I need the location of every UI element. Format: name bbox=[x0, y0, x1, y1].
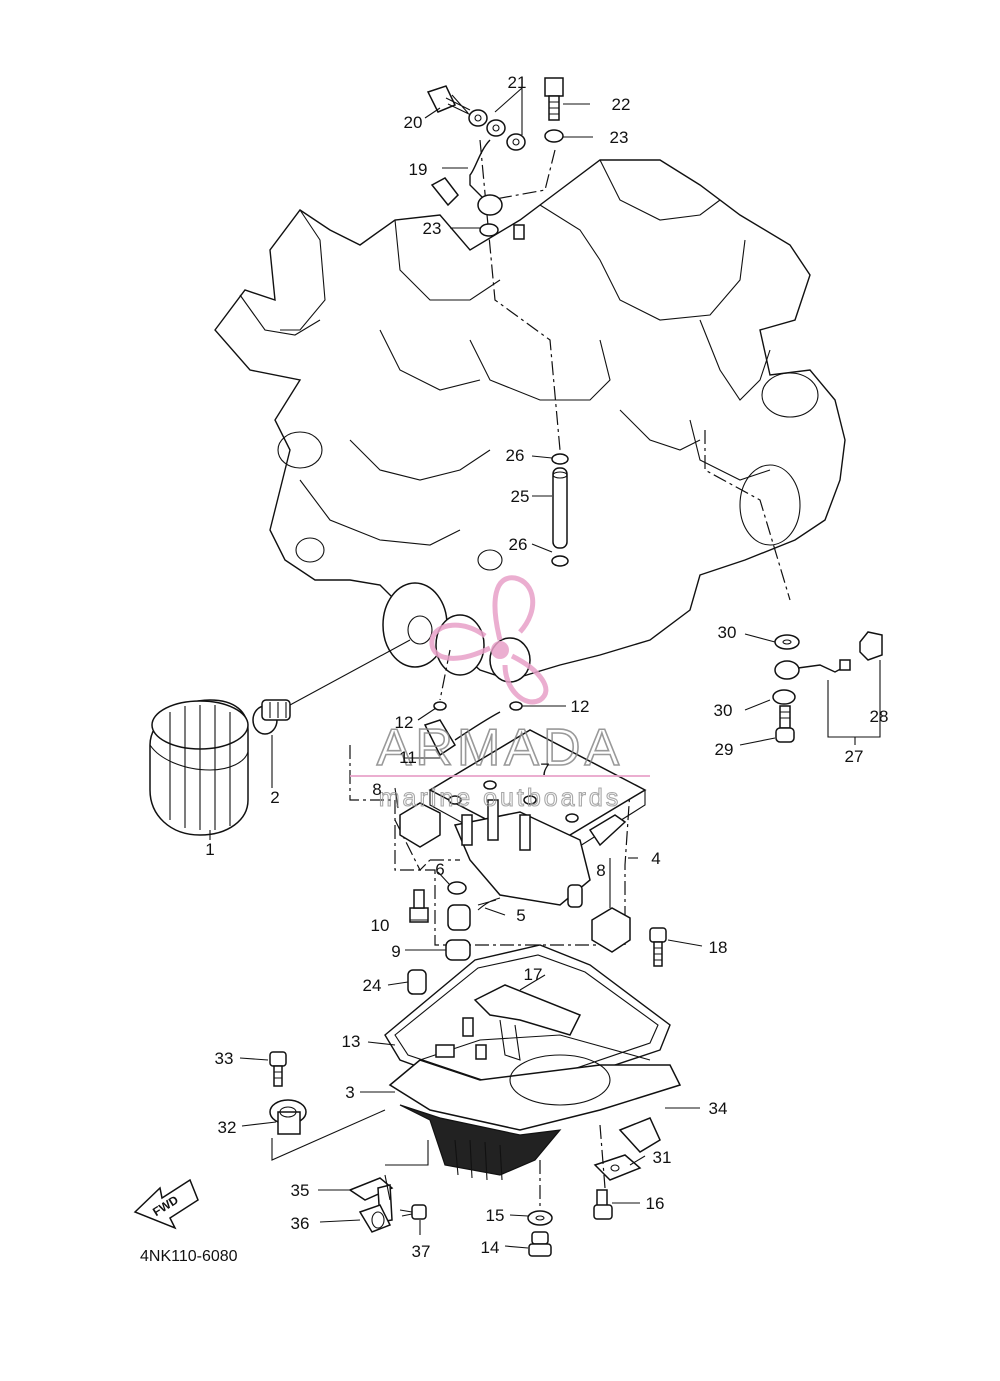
label-part-30-upper: 30 bbox=[718, 623, 737, 642]
label-part-8-right: 8 bbox=[596, 861, 605, 880]
label-part-7: 7 bbox=[540, 760, 549, 779]
label-part-32: 32 bbox=[218, 1118, 237, 1137]
label-part-16: 16 bbox=[646, 1194, 665, 1213]
label-part-31: 31 bbox=[653, 1148, 672, 1167]
label-part-35: 35 bbox=[291, 1181, 310, 1200]
label-part-22: 22 bbox=[612, 95, 631, 114]
label-part-10: 10 bbox=[371, 916, 390, 935]
propeller-logo-icon bbox=[429, 575, 549, 705]
part-labels: 1 2 3 4 5 6 7 8 8 9 10 11 12 12 13 14 15… bbox=[205, 73, 888, 1261]
label-part-15: 15 bbox=[486, 1206, 505, 1225]
label-part-27: 27 bbox=[845, 747, 864, 766]
label-part-17: 17 bbox=[524, 965, 543, 984]
label-part-12-right: 12 bbox=[571, 697, 590, 716]
label-part-19: 19 bbox=[409, 160, 428, 179]
label-part-21: 21 bbox=[508, 73, 527, 92]
forward-direction-arrow: FWD bbox=[133, 1178, 199, 1230]
label-part-9: 9 bbox=[391, 942, 400, 961]
oil-pan-assembly bbox=[360, 927, 703, 1181]
label-part-26-lower: 26 bbox=[509, 535, 528, 554]
label-part-13: 13 bbox=[342, 1032, 361, 1051]
label-part-3: 3 bbox=[345, 1083, 354, 1102]
label-part-8-left: 8 bbox=[372, 780, 381, 799]
label-part-5: 5 bbox=[516, 906, 525, 925]
label-part-23-lower: 23 bbox=[423, 219, 442, 238]
oil-filter-assembly bbox=[149, 639, 411, 840]
label-part-20: 20 bbox=[404, 113, 423, 132]
label-part-30-lower: 30 bbox=[714, 701, 733, 720]
side-oil-hose-parts bbox=[739, 631, 883, 746]
label-part-34: 34 bbox=[709, 1099, 728, 1118]
watermark-brand: ARMADA bbox=[377, 719, 623, 777]
label-part-11: 11 bbox=[399, 748, 417, 767]
label-part-23-upper: 23 bbox=[610, 128, 629, 147]
label-part-18: 18 bbox=[709, 938, 728, 957]
label-part-26-upper: 26 bbox=[506, 446, 525, 465]
label-part-25: 25 bbox=[511, 487, 530, 506]
label-part-14: 14 bbox=[481, 1238, 500, 1257]
label-part-6: 6 bbox=[435, 860, 444, 879]
catalog-number: 4NK110-6080 bbox=[140, 1248, 238, 1265]
label-part-29: 29 bbox=[715, 740, 734, 759]
label-part-12-left: 12 bbox=[395, 713, 414, 732]
label-part-1: 1 bbox=[205, 840, 214, 859]
oil-delivery-pipe bbox=[531, 453, 569, 567]
label-part-36: 36 bbox=[291, 1214, 310, 1233]
oil-strainer-assembly bbox=[349, 701, 647, 961]
label-part-37: 37 bbox=[412, 1242, 431, 1261]
label-part-24: 24 bbox=[363, 976, 382, 995]
oil-pan-lower-parts bbox=[239, 1051, 661, 1257]
upper-oil-line-parts bbox=[424, 77, 593, 240]
armada-watermark: ARMADA marine outboards bbox=[350, 575, 650, 813]
watermark-tagline: marine outboards bbox=[379, 784, 622, 812]
label-part-2: 2 bbox=[270, 788, 279, 807]
label-part-4: 4 bbox=[651, 849, 660, 868]
label-part-28: 28 bbox=[870, 707, 889, 726]
label-part-33: 33 bbox=[215, 1049, 234, 1068]
